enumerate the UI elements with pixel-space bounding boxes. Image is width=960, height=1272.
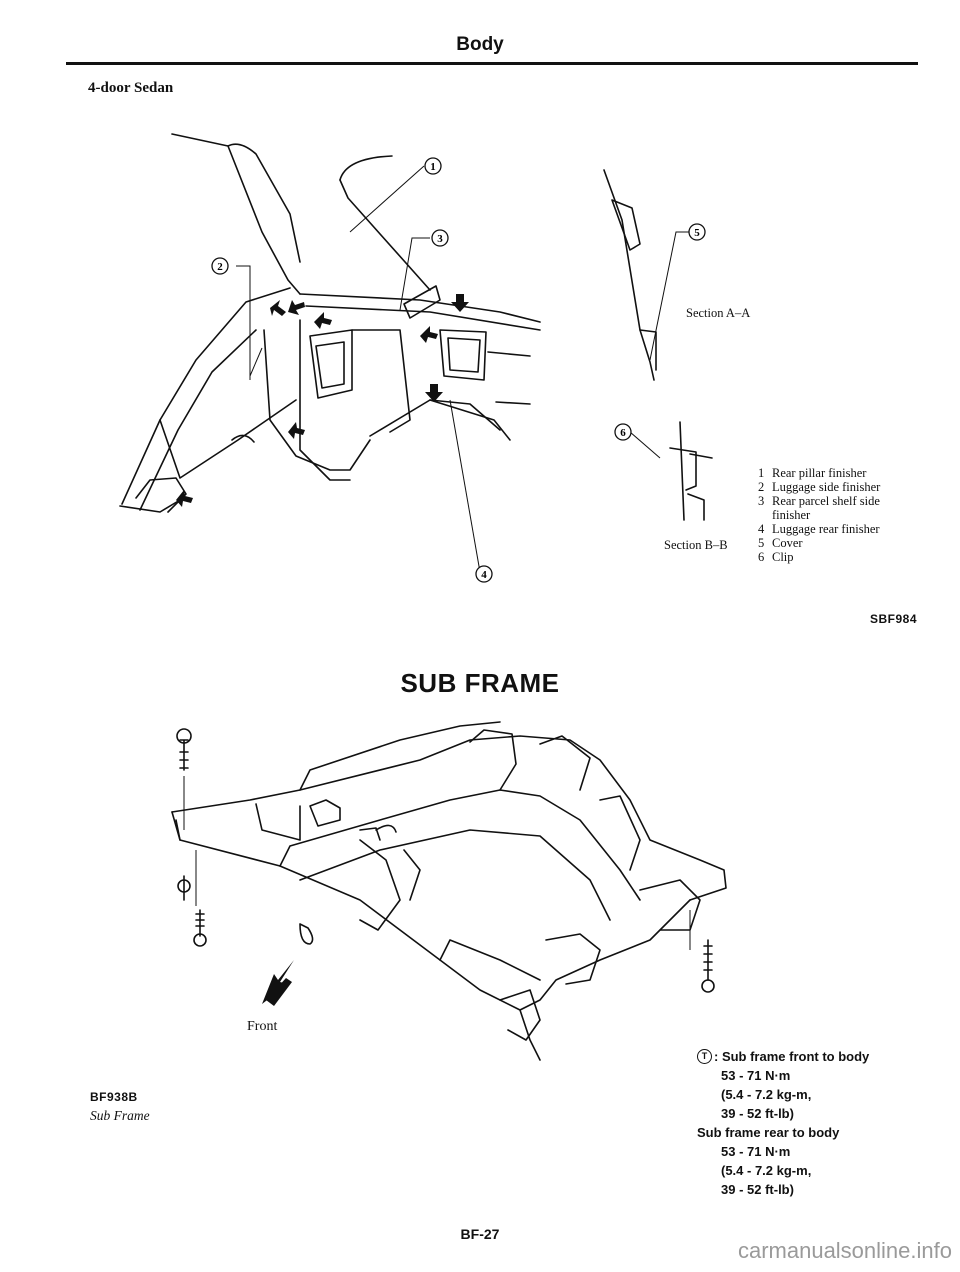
callout-4: 4 xyxy=(475,565,493,583)
callout-4-label: 4 xyxy=(481,569,487,581)
torque-symbol-icon: T xyxy=(697,1049,712,1064)
section-b-b-profile xyxy=(669,421,713,521)
torque-line: 53 - 71 N·m xyxy=(721,1144,791,1159)
sub-frame-outline xyxy=(171,721,727,1061)
callout-2: 2 xyxy=(211,257,229,275)
callout-5: 5 xyxy=(688,223,706,241)
watermark: carmanualsonline.info xyxy=(737,1238,952,1263)
torque-line: 39 - 52 ft-lb) xyxy=(721,1106,794,1121)
section-a-a-profile xyxy=(603,169,657,381)
figure-code-sbf984: SBF984 xyxy=(870,612,918,626)
torque-line: : Sub frame front to body xyxy=(714,1049,870,1064)
page-number: BF-27 xyxy=(460,1226,500,1242)
trunk-body-outline xyxy=(119,133,541,513)
callout-1: 1 xyxy=(424,157,442,175)
section-b-b-label: Section B–B xyxy=(664,538,728,552)
sub-frame-heading: SUB FRAME xyxy=(400,668,560,698)
callout-3: 3 xyxy=(431,229,449,247)
sub-frame-caption: Sub Frame xyxy=(90,1108,150,1123)
callout-1-label: 1 xyxy=(430,161,436,173)
callout-2-label: 2 xyxy=(217,261,223,273)
torque-line: (5.4 - 7.2 kg-m, xyxy=(721,1163,812,1178)
front-direction-arrow xyxy=(262,960,294,1006)
callout-leaders xyxy=(236,165,694,573)
page-header-title: Body xyxy=(456,34,504,55)
clip-arrows xyxy=(176,294,469,507)
trunk-interior-illustration: 1 2 3 4 5 6 xyxy=(119,133,713,583)
torque-line: (5.4 - 7.2 kg-m, xyxy=(721,1087,812,1102)
torque-line: 39 - 52 ft-lb) xyxy=(721,1182,794,1197)
header-rule xyxy=(66,62,918,65)
section-a-a-label: Section A–A xyxy=(686,306,751,320)
callout-6-label: 6 xyxy=(620,427,626,439)
bolts xyxy=(176,728,715,993)
front-label: Front xyxy=(247,1019,278,1034)
sedan-label: 4-door Sedan xyxy=(88,80,174,96)
torque-line: 53 - 71 N·m xyxy=(721,1068,791,1083)
callout-5-label: 5 xyxy=(694,227,700,239)
torque-specification: T : Sub frame front to body 53 - 71 N·m … xyxy=(697,1047,869,1199)
callout-6: 6 xyxy=(614,423,632,441)
figure-code-bf938b: BF938B xyxy=(90,1090,138,1104)
torque-line: Sub frame rear to body xyxy=(697,1125,840,1140)
callout-3-label: 3 xyxy=(437,233,443,245)
